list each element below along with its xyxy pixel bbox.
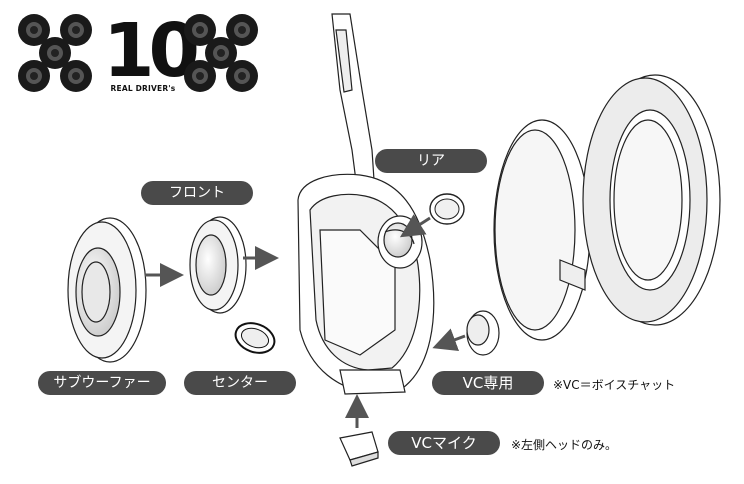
- label-rear: リア: [375, 149, 487, 173]
- front-driver: [189, 216, 247, 314]
- center-driver: [234, 322, 276, 354]
- speaker-cluster-right-icon: [184, 14, 258, 92]
- baffle-plate: [493, 119, 591, 341]
- vc-driver: [466, 310, 500, 356]
- headphone-housing: [297, 13, 435, 395]
- label-center: センター: [184, 371, 296, 395]
- arrow-vc-to-housing: [432, 328, 466, 352]
- arrow-rear-to-housing: [399, 214, 431, 238]
- logo-subtitle: REAL DRIVER's: [110, 84, 176, 93]
- label-front: フロント: [141, 181, 253, 205]
- rear-driver: [429, 193, 465, 225]
- subwoofer-driver: [67, 217, 147, 363]
- speaker-cluster-left-icon: [18, 14, 92, 92]
- note-left-head-only: ※左側ヘッドのみ。: [511, 438, 618, 452]
- label-vc-only: VC専用: [432, 371, 544, 395]
- assembly-arrows: [145, 214, 466, 428]
- ear-pad: [582, 74, 721, 326]
- label-vc-mic: VCマイク: [388, 431, 500, 455]
- note-vc-definition: ※VC＝ボイスチャット: [553, 378, 676, 392]
- label-subwoofer: サブウーファー: [38, 371, 166, 395]
- vc-mic: [339, 431, 379, 467]
